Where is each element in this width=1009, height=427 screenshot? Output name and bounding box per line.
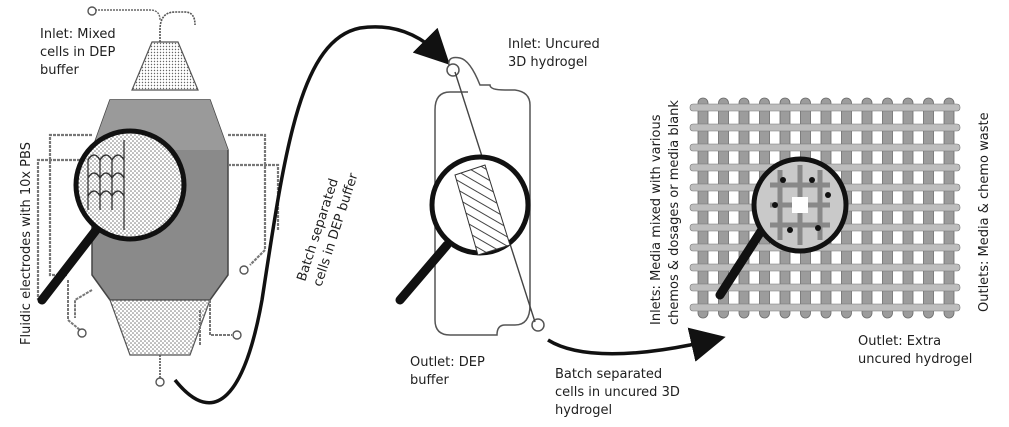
- label-batch-separated-dep: Batch separated cells in DEP buffer: [295, 166, 362, 289]
- arrow-1: [173, 25, 450, 405]
- arrow-2: [547, 327, 726, 362]
- label-outlets-media: Outlets: Media & chemo waste: [977, 112, 992, 312]
- label-inlet-uncured: Inlet: Uncured 3D hydrogel: [508, 37, 604, 70]
- label-outlet-dep: Outlet: DEP buffer: [410, 355, 489, 388]
- label-batch-separated-hydrogel: Batch separated cells in uncured 3D hydr…: [555, 367, 684, 418]
- label-inlet-mixed: Inlet: Mixed cells in DEP buffer: [40, 27, 120, 78]
- grid-horizontal-channel: [689, 143, 961, 152]
- grid-array-chip: [689, 97, 961, 319]
- dep-chip: [36, 6, 280, 387]
- hydrogel-chip: [395, 56, 545, 336]
- grid-horizontal-channel: [689, 263, 961, 272]
- magnifier-1: [37, 128, 187, 305]
- label-fluidic-electrodes: Fluidic electrodes with 10x PBS: [19, 142, 34, 345]
- magnifier-3: [715, 156, 849, 300]
- grid-horizontal-channel: [689, 103, 961, 112]
- magnifier-2: [395, 154, 531, 305]
- grid-horizontal-channel: [689, 283, 961, 292]
- grid-horizontal-channel: [689, 123, 961, 132]
- grid-horizontal-channel: [689, 303, 961, 312]
- label-outlet-extra-hydrogel: Outlet: Extra uncured hydrogel: [858, 334, 972, 367]
- label-inlets-media: Inlets: Media mixed with various chemos …: [649, 100, 682, 325]
